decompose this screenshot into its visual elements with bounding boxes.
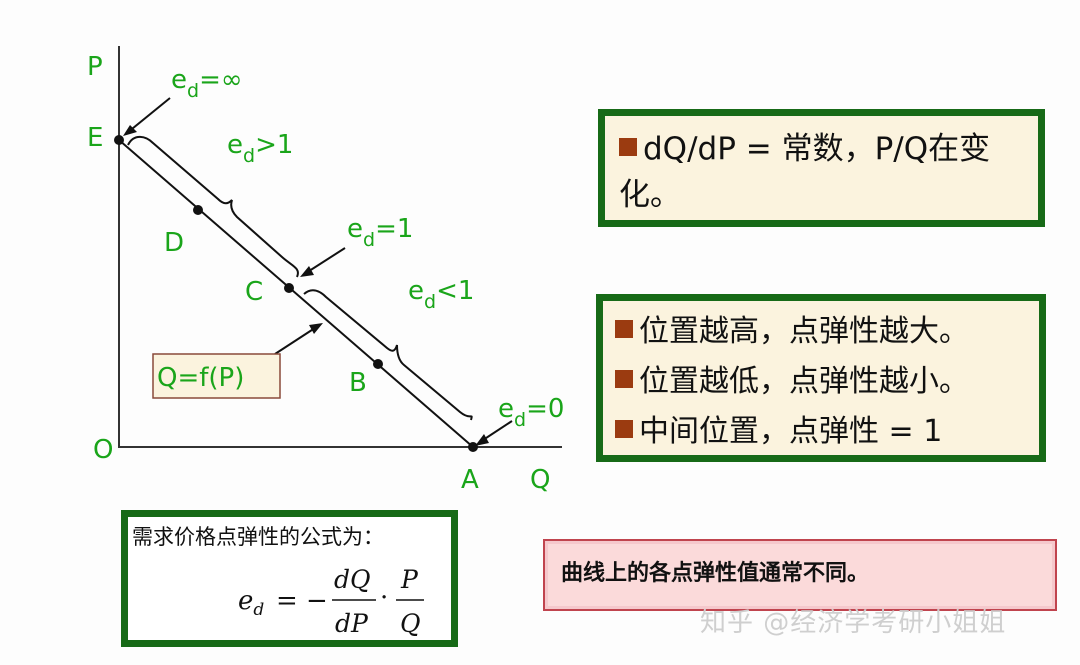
constant-slope-box: dQ/dP = 常数，P/Q在变化。 [598, 109, 1045, 227]
arrow-ed-inf [126, 97, 171, 134]
arrow-curve-label-head [309, 323, 323, 334]
formula-dot: · [380, 583, 388, 613]
origin-label: O [93, 435, 113, 465]
arrow-curve-label [274, 325, 319, 355]
position-rule-text: 位置越低，点弹性越小。 [639, 364, 969, 399]
position-rule-text: 中间位置，点弹性 = 1 [639, 414, 943, 449]
point-c-label: C [245, 277, 263, 307]
demand-curve [118, 139, 474, 448]
ed-greater-than-one-label: ed>1 [227, 130, 293, 167]
formula-den-q: Q [400, 609, 421, 638]
watermark: 知乎 @经济学考研小姐姐 [700, 608, 1007, 638]
ed-zero-label: ed=0 [498, 394, 564, 431]
point-c-marker [284, 283, 294, 293]
formula-title: 需求价格点弹性的公式为： [132, 525, 384, 549]
point-d-label: D [164, 228, 184, 258]
curve-label-box [152, 353, 281, 399]
bullet-icon [615, 420, 633, 438]
position-rule-text: 位置越高，点弹性越大。 [639, 314, 969, 349]
formula-equals: = − [276, 586, 328, 616]
position-rule-line: 位置越高，点弹性越大。 [615, 307, 1031, 357]
constant-slope-text: dQ/dP = 常数，P/Q在变化。 [619, 131, 991, 213]
arrow-ed-eq1-head [300, 266, 314, 277]
position-rule-line: 中间位置，点弹性 = 1 [615, 407, 1031, 457]
note-text: 曲线上的各点弹性值通常不同。 [561, 561, 870, 586]
point-e-label: E [87, 123, 103, 153]
bullet-icon [615, 320, 633, 338]
ed-less-than-one-label: ed<1 [408, 276, 474, 313]
arrow-ed-zero-head [475, 434, 489, 446]
curve-label: Q=f(P) [157, 363, 244, 393]
axis-p-label: P [87, 52, 103, 82]
point-b-marker [373, 359, 383, 369]
formula-box: 需求价格点弹性的公式为： ed = − dQ dP · P Q [121, 510, 458, 647]
point-d-marker [193, 205, 203, 215]
position-rule-box: 位置越高，点弹性越大。 位置越低，点弹性越小。 中间位置，点弹性 = 1 [596, 294, 1046, 462]
formula-num-p: P [400, 565, 419, 594]
formula-lhs: ed [238, 586, 264, 620]
arrow-ed-inf-head [123, 125, 137, 136]
formula-num-dq: dQ [334, 565, 371, 594]
ed-infinite-label: ed=∞ [171, 65, 243, 102]
note-box: 曲线上的各点弹性值通常不同。 [543, 539, 1057, 611]
brace-lower [303, 289, 473, 421]
position-rule-line: 位置越低，点弹性越小。 [615, 357, 1031, 407]
point-b-label: B [349, 368, 367, 398]
formula-den-dp: dP [335, 609, 369, 638]
elasticity-formula: ed = − dQ dP · P Q [238, 565, 424, 638]
ed-equal-one-label: ed=1 [347, 214, 413, 251]
point-a-marker [468, 442, 478, 452]
brace-upper [127, 135, 299, 278]
point-a-label: A [461, 465, 479, 495]
point-e-marker [114, 135, 124, 145]
bullet-icon [615, 370, 633, 388]
arrow-ed-eq1 [305, 247, 346, 274]
axis-q-label: Q [530, 465, 550, 495]
bullet-icon [619, 138, 637, 156]
